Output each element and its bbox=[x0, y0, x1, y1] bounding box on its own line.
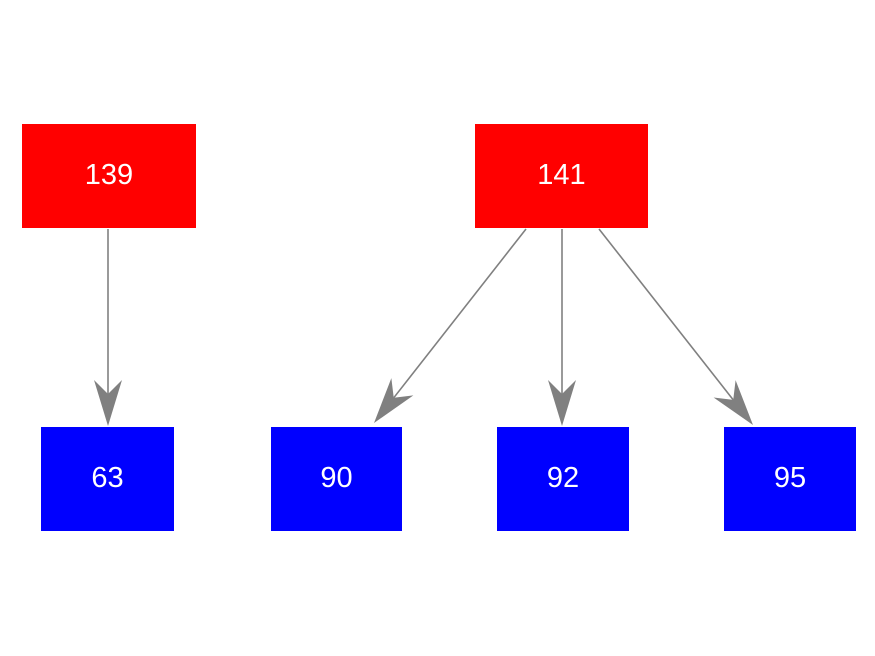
edge-n139-to-n63 bbox=[94, 229, 122, 426]
arrowhead-icon bbox=[548, 380, 576, 426]
edge-line bbox=[393, 228, 527, 399]
node-label: 92 bbox=[546, 461, 580, 494]
arrowhead-icon bbox=[374, 378, 414, 423]
node-139[interactable]: 139 bbox=[22, 124, 196, 228]
edge-line bbox=[598, 228, 734, 401]
arrowhead-icon bbox=[94, 380, 122, 426]
edge-n141-to-n92 bbox=[548, 229, 576, 426]
node-141[interactable]: 141 bbox=[475, 124, 648, 228]
node-label: 141 bbox=[537, 158, 586, 191]
arrowhead-icon bbox=[713, 380, 753, 425]
node-label: 63 bbox=[91, 461, 124, 494]
node-90[interactable]: 90 bbox=[271, 427, 402, 531]
node-63[interactable]: 63 bbox=[41, 427, 174, 531]
edge-n141-to-n95 bbox=[598, 228, 753, 425]
node-95[interactable]: 95 bbox=[724, 427, 856, 531]
node-label: 95 bbox=[773, 461, 807, 494]
node-label: 139 bbox=[84, 158, 134, 191]
edge-n141-to-n90 bbox=[374, 228, 527, 423]
node-92[interactable]: 92 bbox=[497, 427, 629, 531]
node-label: 90 bbox=[320, 461, 353, 494]
